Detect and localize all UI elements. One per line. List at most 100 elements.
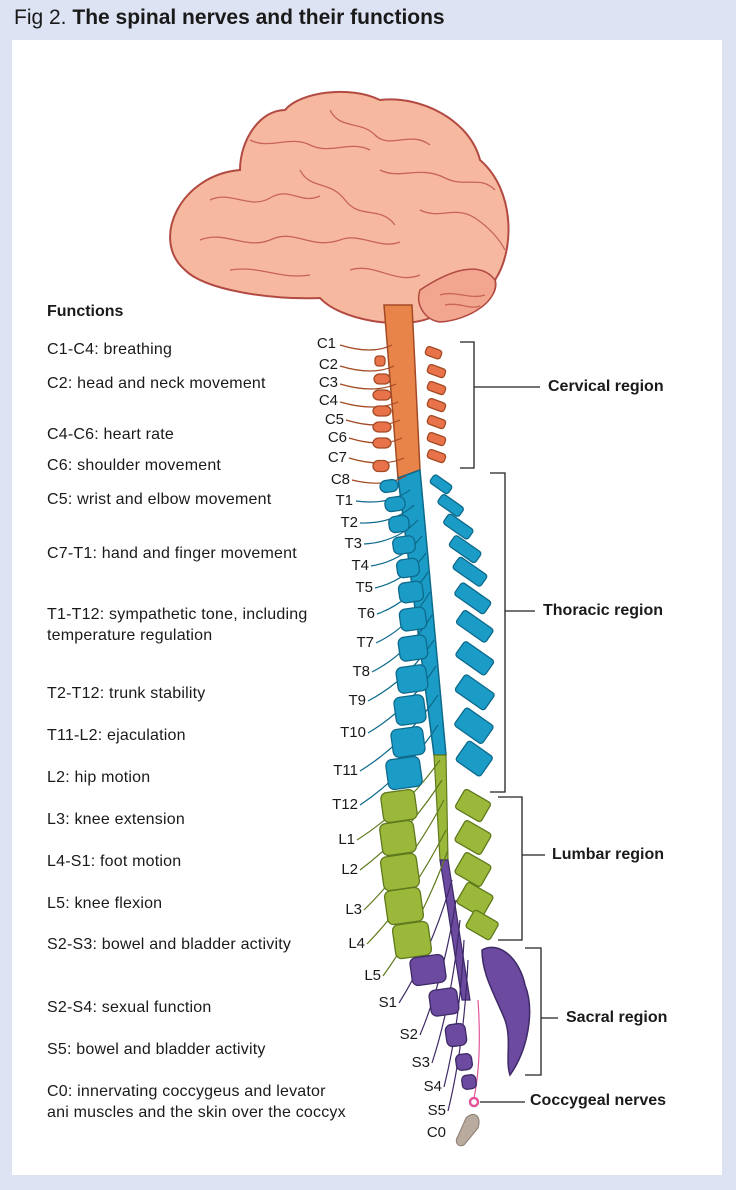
vertebral-body: [444, 1022, 468, 1048]
level-label-t1: T1: [335, 492, 353, 509]
vertebral-body: [383, 886, 425, 926]
nerve-line: [339, 383, 397, 390]
coccyx: [455, 1096, 480, 1147]
level-label-s2: S2: [399, 1026, 418, 1043]
level-label-t3: T3: [344, 535, 362, 552]
vertebral-process: [443, 513, 474, 540]
figure-heading: The spinal nerves and their functions: [72, 6, 445, 29]
sacral-region-label: Sacral region: [566, 1009, 668, 1026]
function-item: C2: head and neck movement: [47, 375, 266, 392]
vertebral-body: [395, 557, 421, 579]
level-label-t8: T8: [352, 663, 370, 680]
vertebral-process: [437, 494, 464, 517]
function-item: T11-L2: ejaculation: [47, 727, 186, 744]
level-label-c4: C4: [318, 392, 338, 409]
nerve-line: [370, 535, 423, 567]
vertebral-body: [372, 459, 390, 473]
level-label-c5: C5: [324, 411, 344, 428]
level-label-l2: L2: [341, 861, 358, 878]
function-item: L4-S1: foot motion: [47, 853, 182, 870]
brain: [169, 90, 510, 325]
vertebral-body: [393, 694, 427, 726]
level-label-c0: C0: [426, 1124, 446, 1141]
vertebral-process: [426, 448, 447, 464]
level-label-s1: S1: [378, 994, 397, 1011]
vertebral-body: [379, 819, 417, 857]
vertebral-process: [454, 674, 495, 711]
vertebral-process: [454, 788, 492, 823]
cervical-region-label: Cervical region: [548, 378, 664, 395]
vertebral-process: [454, 707, 494, 744]
level-label-s4: S4: [423, 1078, 442, 1095]
function-item: C7-T1: hand and finger movement: [47, 545, 297, 562]
level-label-l3: L3: [345, 901, 362, 918]
region-brackets: [460, 341, 558, 1103]
function-item: L5: knee flexion: [47, 895, 163, 912]
vertebral-body: [428, 987, 460, 1017]
vertebral-body: [374, 355, 386, 367]
coccygeal-nerve-dot: [468, 1096, 480, 1108]
level-label-s5: S5: [427, 1102, 446, 1119]
vertebral-body: [398, 606, 428, 632]
vertebral-body: [380, 788, 418, 824]
level-label-c2: C2: [318, 356, 338, 373]
nerve-line: [473, 999, 480, 1099]
nerve-line: [345, 419, 401, 426]
thoracic-bracket: [490, 472, 535, 793]
vertebral-body: [397, 580, 425, 604]
function-item: C1-C4: breathing: [47, 341, 173, 358]
vertebral-process: [452, 556, 488, 587]
coccygeal-nerves-label: Coccygeal nerves: [530, 1092, 667, 1109]
vertebral-body: [372, 405, 392, 417]
vertebral-body: [461, 1074, 477, 1090]
functions-heading: Functions: [47, 303, 124, 320]
function-item: S5: bowel and bladder activity: [47, 1041, 266, 1058]
vertebral-process: [454, 852, 492, 887]
vertebral-process: [426, 363, 447, 379]
level-label-l1: L1: [338, 831, 355, 848]
nerve-line: [339, 344, 393, 351]
figure-number: Fig 2.: [14, 6, 67, 29]
vertebral-process: [426, 414, 447, 430]
level-label-t10: T10: [340, 724, 366, 741]
lumbar-bracket: [498, 796, 545, 941]
vertebral-process: [456, 882, 494, 917]
vertebral-process: [455, 609, 494, 643]
nerve-line: [339, 401, 399, 408]
level-label-c3: C3: [318, 374, 338, 391]
function-item: L3: knee extension: [47, 811, 185, 828]
function-item: L2: hip motion: [47, 769, 151, 786]
vertebral-process: [429, 474, 453, 495]
vertebral-process: [426, 380, 447, 396]
vertebral-body: [372, 389, 392, 401]
thoracic-region-label: Thoracic region: [543, 602, 664, 619]
vertebral-body: [409, 953, 447, 987]
level-label-t4: T4: [351, 557, 369, 574]
vertebral-process: [455, 740, 493, 777]
function-item: S2-S4: sexual function: [47, 999, 212, 1016]
vertebral-body: [388, 514, 410, 534]
level-label-c6: C6: [327, 429, 347, 446]
vertebral-body: [379, 852, 421, 892]
vertebral-bodies: [372, 355, 477, 1090]
sacrum: [481, 946, 531, 1077]
vertebral-process: [454, 582, 492, 615]
level-label-l5: L5: [364, 967, 381, 984]
level-label-t12: T12: [332, 796, 358, 813]
function-item: C6: shoulder movement: [47, 457, 222, 474]
vertebral-body: [397, 634, 429, 662]
nerve-line: [443, 939, 465, 1088]
level-label-t5: T5: [355, 579, 373, 596]
vertebral-process: [424, 345, 443, 360]
vertebral-process: [455, 641, 495, 676]
function-item: T1-T12: sympathetic tone, including temp…: [47, 606, 308, 644]
vertebral-process: [426, 431, 447, 447]
function-item: C4-C6: heart rate: [47, 426, 175, 443]
function-item: C0: innervating coccygeus and levator an…: [47, 1083, 346, 1121]
nerve-line: [363, 519, 419, 545]
level-label-s3: S3: [411, 1054, 430, 1071]
level-label-t9: T9: [348, 692, 366, 709]
level-label-c1: C1: [316, 335, 336, 352]
vertebral-process: [448, 535, 482, 564]
